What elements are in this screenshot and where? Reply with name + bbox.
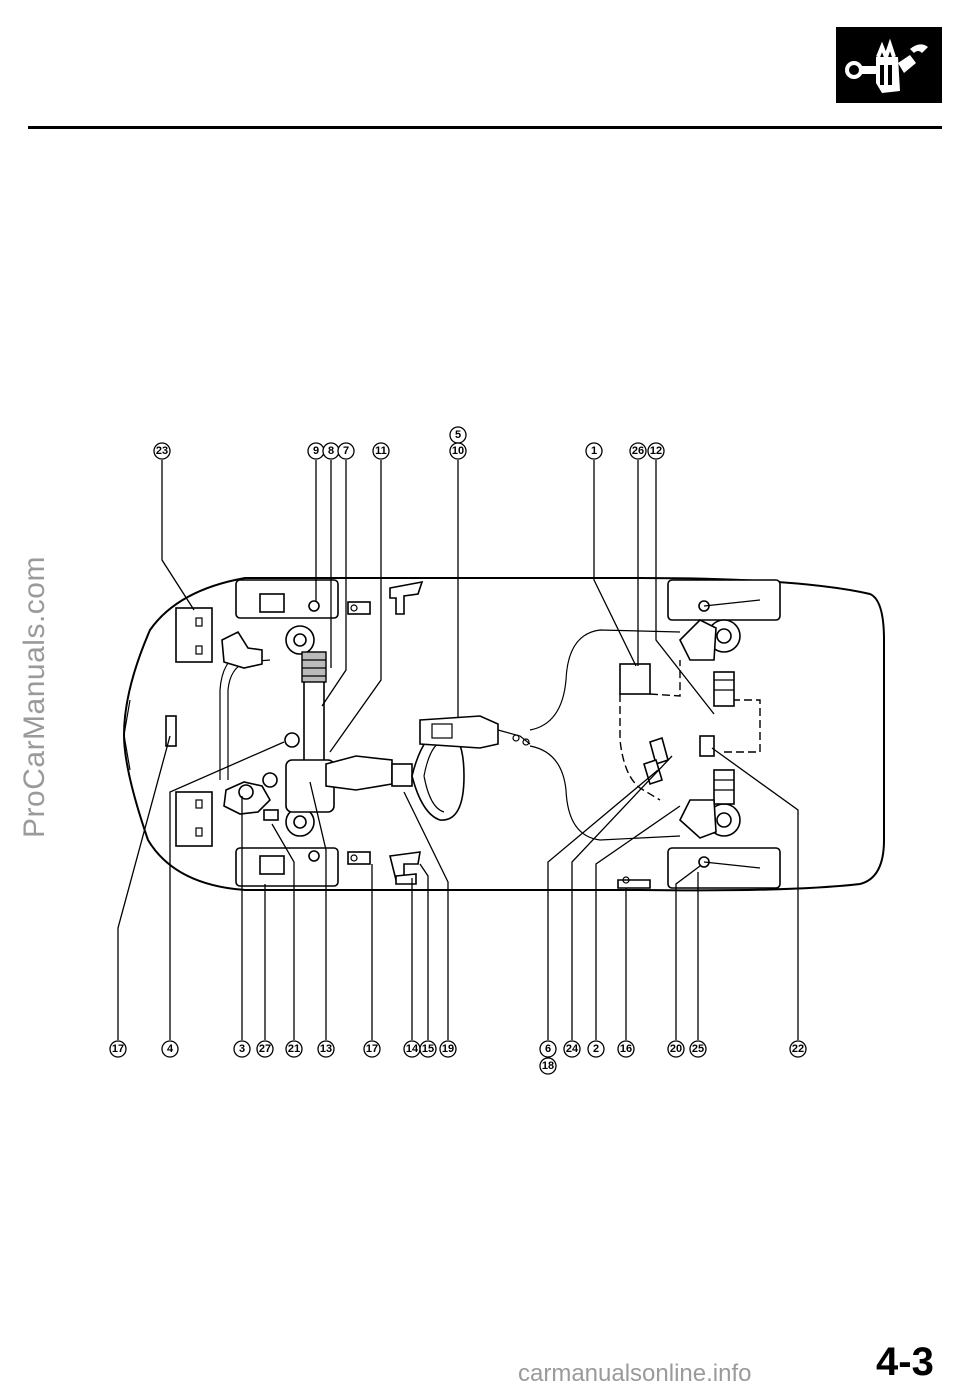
callout-21: 21 xyxy=(285,1040,303,1058)
watermark-bottom: carmanualsonline.info xyxy=(518,1360,752,1387)
svg-text:14: 14 xyxy=(406,1043,419,1055)
callout-14: 14 xyxy=(403,1040,421,1058)
svg-text:18: 18 xyxy=(542,1060,554,1072)
callout-19: 19 xyxy=(439,1040,457,1058)
steering-boot xyxy=(301,651,327,683)
front-caliper-upper xyxy=(221,630,263,669)
steering-shaft xyxy=(325,755,393,791)
front-sensor xyxy=(165,715,177,747)
callout-17-mid: 17 xyxy=(363,1040,381,1058)
section-logo xyxy=(836,27,942,103)
svg-text:15: 15 xyxy=(422,1043,434,1055)
hub-bearing xyxy=(238,784,254,800)
callout-26: 26 xyxy=(629,442,647,460)
callout-8: 8 xyxy=(322,442,340,460)
svg-text:21: 21 xyxy=(288,1043,300,1055)
callout-18: 18 xyxy=(539,1057,557,1075)
svg-text:4: 4 xyxy=(167,1043,174,1055)
callout-10: 10 xyxy=(449,442,467,460)
callout-2: 2 xyxy=(587,1040,605,1058)
svg-text:24: 24 xyxy=(566,1043,579,1055)
callout-20: 20 xyxy=(667,1040,685,1058)
svg-text:20: 20 xyxy=(670,1043,682,1055)
callout-3: 3 xyxy=(233,1040,251,1058)
front-module-lower xyxy=(175,791,213,847)
callout-15: 15 xyxy=(419,1040,437,1058)
wheel-rear-right xyxy=(667,847,781,889)
callout-16: 16 xyxy=(617,1040,635,1058)
svg-text:27: 27 xyxy=(259,1043,271,1055)
callout-13: 13 xyxy=(317,1040,335,1058)
callout-12: 12 xyxy=(647,442,665,460)
callout-1: 1 xyxy=(585,442,603,460)
svg-text:17: 17 xyxy=(112,1043,124,1055)
leader-lines-top xyxy=(161,460,715,753)
header-rule xyxy=(28,126,942,129)
svg-text:5: 5 xyxy=(455,429,461,441)
bracket-upper-right xyxy=(389,580,424,615)
wheel-front-left xyxy=(235,579,339,619)
watermark-side: ProCarManuals.com xyxy=(18,556,51,838)
svg-text:1: 1 xyxy=(591,445,597,457)
svg-text:6: 6 xyxy=(545,1043,551,1055)
svg-text:22: 22 xyxy=(792,1043,804,1055)
rear-driveshaft-upper xyxy=(713,671,735,707)
wheel-front-right xyxy=(235,847,339,887)
callout-22: 22 xyxy=(789,1040,807,1058)
front-bumper-line xyxy=(123,699,131,771)
callout-27: 27 xyxy=(256,1040,274,1058)
wrench-fist-icon xyxy=(845,38,928,93)
callout-5: 5 xyxy=(449,426,467,444)
vehicle-body-outline xyxy=(122,577,885,892)
rear-valve-upper xyxy=(649,736,669,766)
wheel-rear-left xyxy=(667,579,781,621)
callout-23-top: 23 xyxy=(153,442,171,460)
svg-text:17: 17 xyxy=(366,1043,378,1055)
svg-text:12: 12 xyxy=(650,445,662,457)
svg-text:7: 7 xyxy=(343,445,349,457)
rear-floor-sensor xyxy=(617,879,651,889)
callout-25: 25 xyxy=(689,1040,707,1058)
fuel-tank-outline xyxy=(619,660,681,801)
svg-text:23: 23 xyxy=(156,445,168,457)
leader-lines-bottom xyxy=(117,735,799,1040)
callout-24: 24 xyxy=(563,1040,581,1058)
svg-text:26: 26 xyxy=(632,445,644,457)
callout-17-left: 17 xyxy=(109,1040,127,1058)
svg-text:8: 8 xyxy=(328,445,334,457)
svg-text:3: 3 xyxy=(239,1043,245,1055)
svg-text:19: 19 xyxy=(442,1043,454,1055)
callout-11: 11 xyxy=(372,442,390,460)
svg-text:10: 10 xyxy=(452,445,464,457)
svg-text:25: 25 xyxy=(692,1043,704,1055)
svg-text:11: 11 xyxy=(375,445,387,457)
steering-joint xyxy=(391,763,413,787)
rear-knuckle-lower xyxy=(679,799,717,839)
callout-9: 9 xyxy=(307,442,325,460)
callout-6: 6 xyxy=(539,1040,557,1058)
svg-text:9: 9 xyxy=(313,445,319,457)
rear-brake-line-left xyxy=(529,629,681,731)
svg-text:13: 13 xyxy=(320,1043,332,1055)
front-bracket-lower xyxy=(259,855,285,875)
front-brake-line-left xyxy=(227,659,271,780)
front-module-upper xyxy=(175,607,213,663)
rear-sensor-bracket xyxy=(699,735,715,757)
callout-4: 4 xyxy=(161,1040,179,1058)
page-number: 4-3 xyxy=(876,1340,934,1384)
callout-7: 7 xyxy=(337,442,355,460)
rear-knuckle-upper xyxy=(679,619,717,661)
rear-control-unit xyxy=(619,663,651,695)
rear-brake-line-right xyxy=(529,745,681,841)
svg-text:16: 16 xyxy=(620,1043,632,1055)
front-bracket-upper xyxy=(259,593,285,613)
engine-mount xyxy=(284,732,300,748)
rear-driveshaft-lower xyxy=(713,769,735,805)
svg-text:2: 2 xyxy=(593,1043,599,1055)
